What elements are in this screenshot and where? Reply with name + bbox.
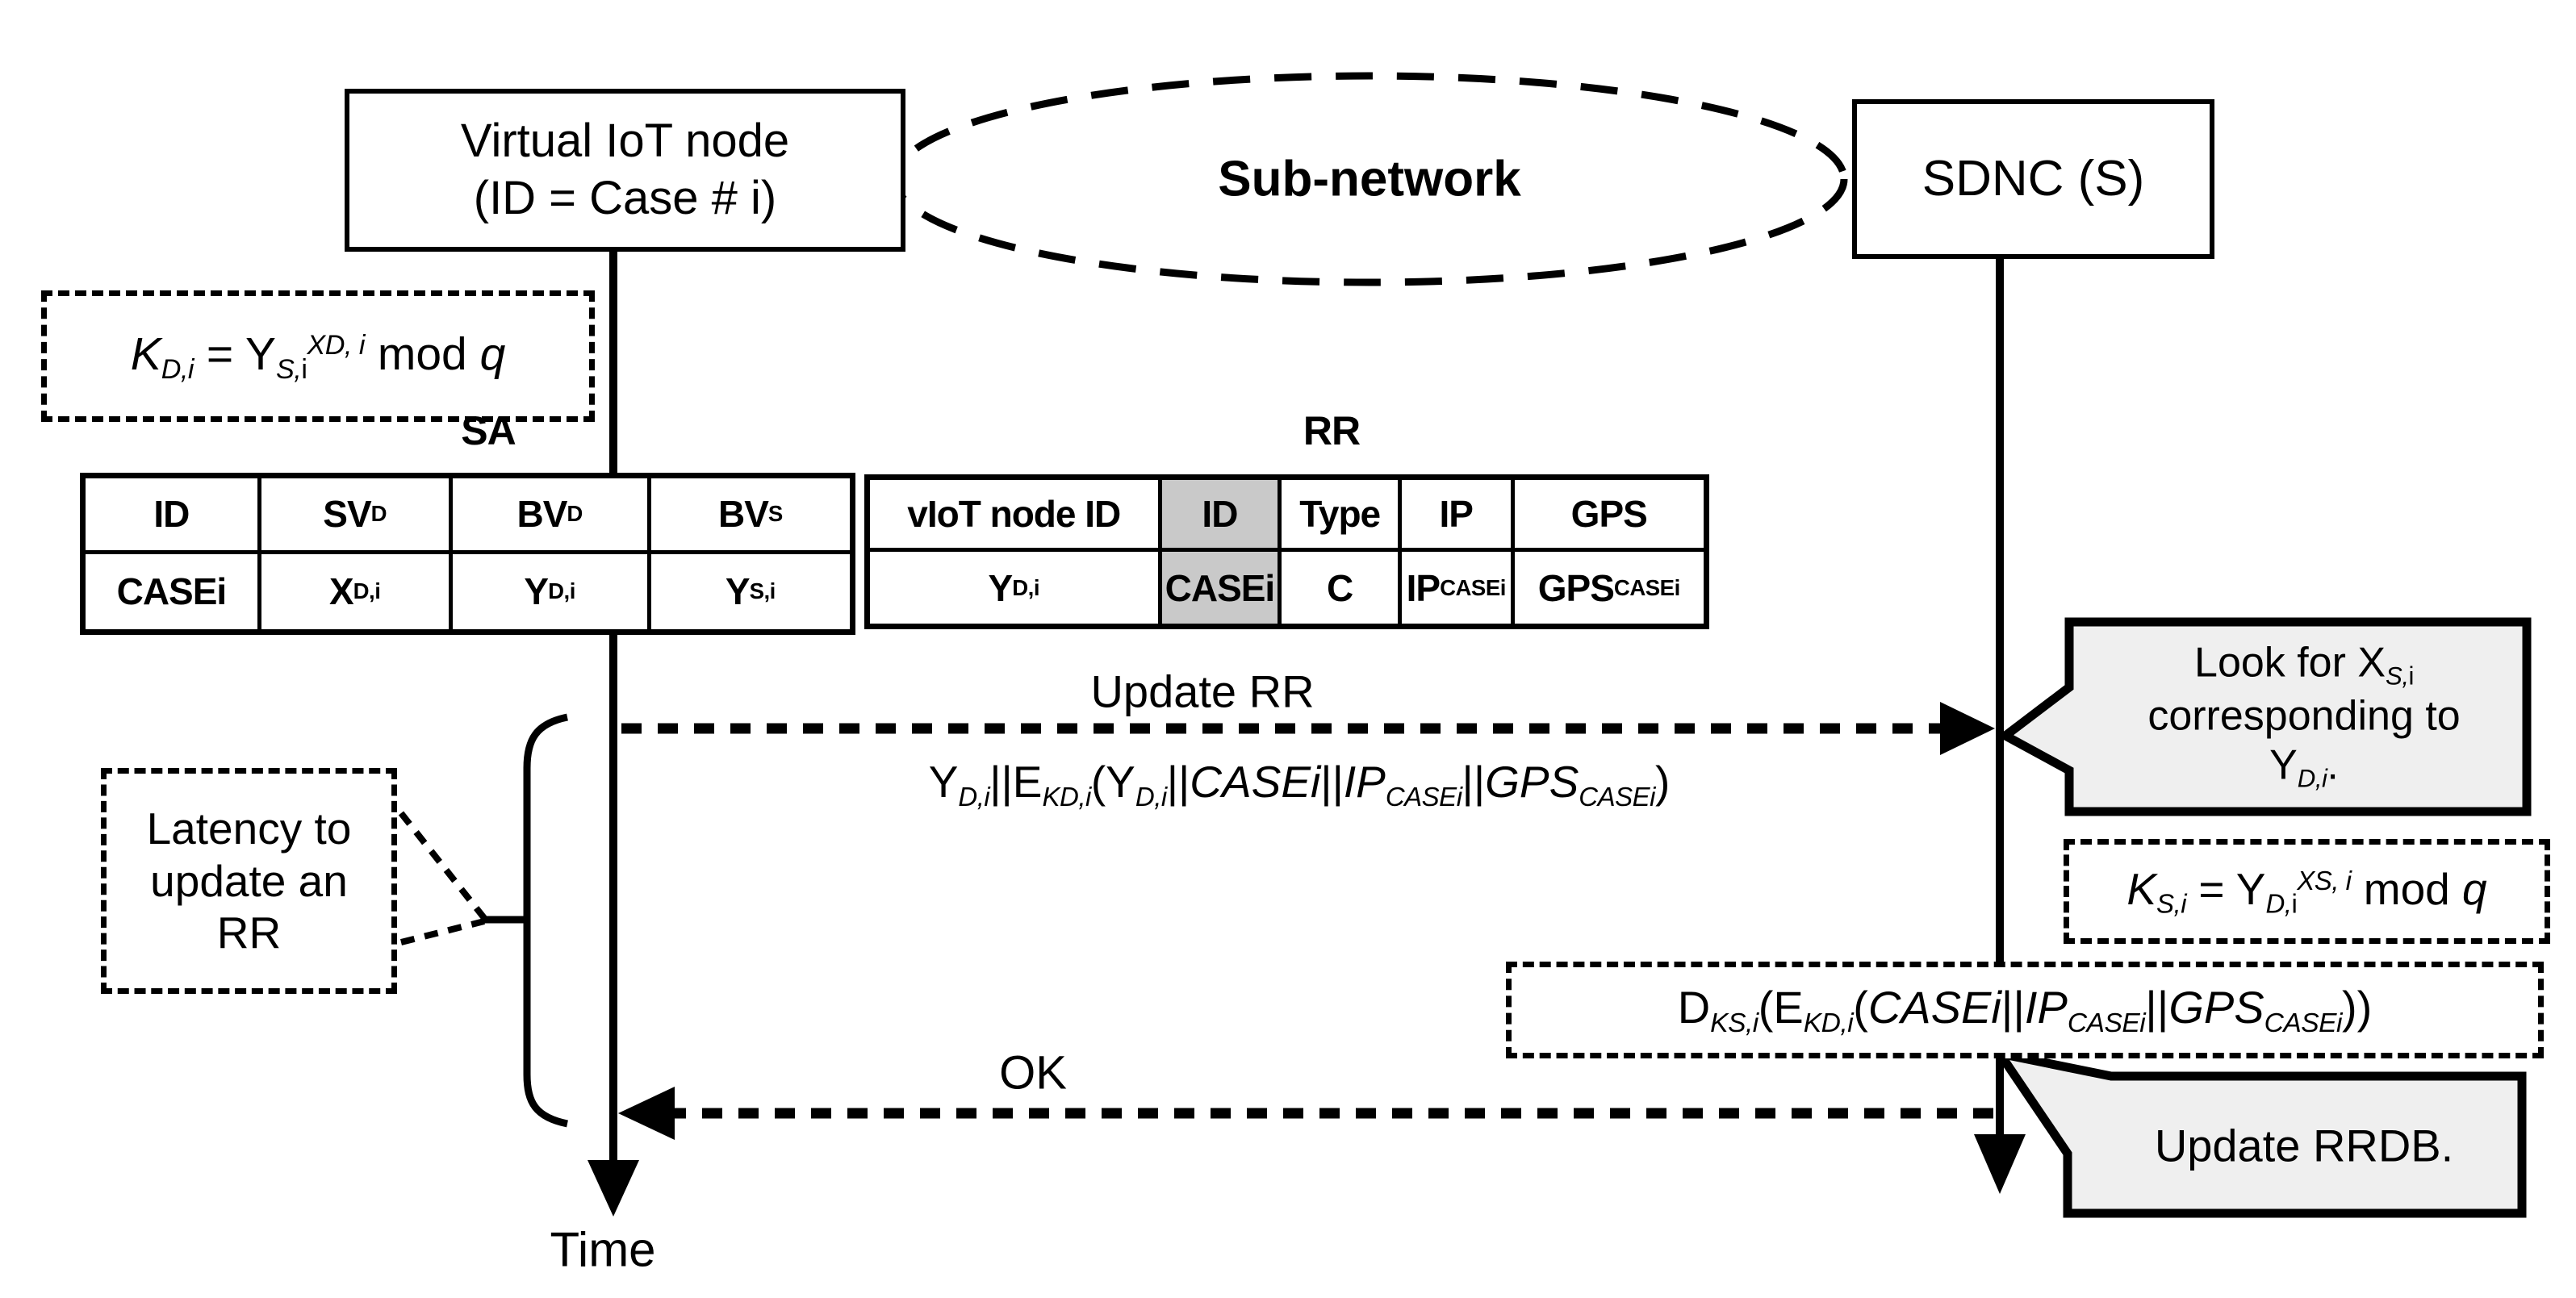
decrypt-formula: DKS,i(EKD,i(CASEi||IPCASEi||GPSCASEi)) [1677, 982, 2373, 1038]
sa-table-title: SA [461, 408, 516, 453]
rr-cell-c: C [1282, 552, 1403, 624]
ks-formula: KS,i = YD,iXS, i mod q [2126, 864, 2487, 919]
sdnc-lifeline-arrowhead [1974, 1134, 2026, 1194]
look-callout-text: Look for XS,i corresponding to YD,i. [2147, 639, 2460, 795]
update-rrdb-callout-bubble [1989, 1046, 2527, 1218]
update-rr-message-payload: YD,i||EKD,i(YD,i||CASEi||IPCASEi||GPSCAS… [928, 757, 1671, 812]
sdnc-actor-label: SDNC (S) [1922, 151, 2145, 207]
look-callout-bubble [1997, 617, 2532, 816]
latency-brace [523, 713, 568, 1128]
viot-actor-box: Virtual IoT node (ID = Case # i) [345, 89, 905, 252]
update-rr-message-label: Update RR [1090, 666, 1315, 717]
update-rrdb-callout-text: Update RRDB. [2154, 1120, 2454, 1171]
ks-formula-box: KS,i = YD,iXS, i mod q [2064, 839, 2550, 944]
latency-callout-line2: update an [150, 855, 348, 906]
ok-arrowhead [618, 1087, 675, 1140]
latency-callout-line1: Latency to [146, 803, 352, 854]
rr-header-type: Type [1282, 480, 1403, 552]
viot-actor-label-line2: (ID = Case # i) [473, 172, 777, 224]
look-callout-line1: Look for XS,i [2194, 639, 2414, 691]
sa-cell-casei: CASEi [86, 553, 261, 629]
update-rr-arrowhead [1940, 702, 1995, 755]
kd-formula: KD,i = YS,iXD, i mod q [130, 328, 506, 385]
time-axis-label: Time [550, 1222, 656, 1277]
rr-table-title: RR [1303, 408, 1361, 453]
latency-pointer-upper [398, 811, 487, 920]
sub-network-label: Sub-network [1218, 151, 1521, 207]
look-callout-line2: corresponding to [2147, 692, 2461, 740]
rr-header-id: ID [1161, 480, 1282, 552]
rr-header-viot-node-id: vIoT node ID [870, 480, 1162, 552]
decrypt-box: DKS,i(EKD,i(CASEi||IPCASEi||GPSCASEi)) [1506, 962, 2544, 1058]
latency-callout-line3: RR [216, 908, 282, 958]
rr-cell-casei: CASEi [1161, 552, 1282, 624]
rr-header-ip: IP [1402, 480, 1515, 552]
sdnc-actor-box: SDNC (S) [1852, 99, 2214, 259]
viot-lifeline-arrowhead [588, 1160, 639, 1217]
sa-header-id: ID [86, 478, 261, 554]
look-callout-line3: YD,i. [2269, 741, 2339, 793]
ok-message-label: OK [999, 1046, 1067, 1100]
latency-pointer-lower [400, 918, 485, 945]
viot-actor-label-line1: Virtual IoT node [460, 115, 790, 168]
kd-formula-box: KD,i = YS,iXD, i mod q [41, 290, 595, 422]
latency-callout-box: Latency to update an RR [101, 768, 397, 994]
rr-header-gps: GPS [1514, 480, 1704, 552]
